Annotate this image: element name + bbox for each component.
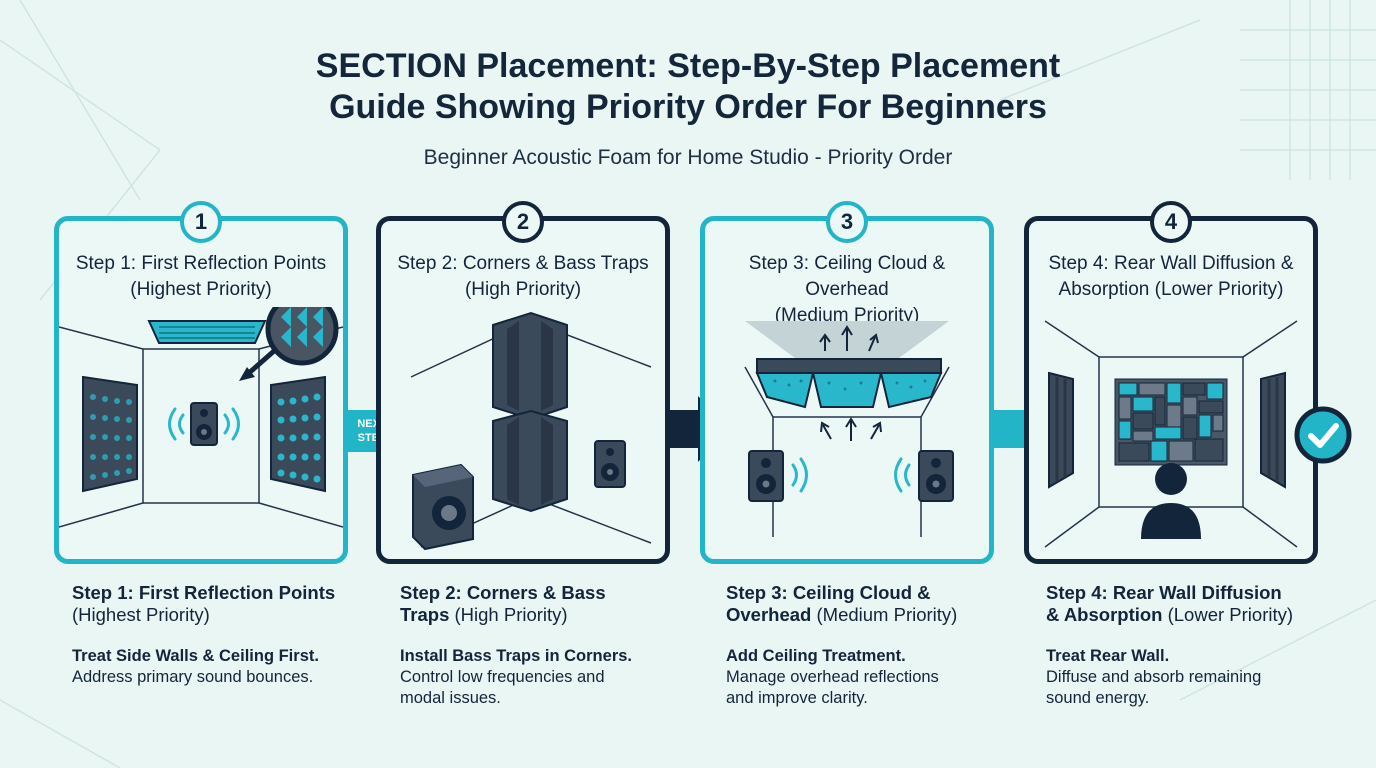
corner-bass-trap-illustration	[410, 311, 652, 551]
sound-arrows-up	[820, 417, 882, 441]
left-wall-foam-panel	[82, 375, 138, 493]
magnifier-icon	[239, 307, 339, 381]
subwoofer-icon	[412, 463, 474, 551]
first-reflection-illustration	[59, 307, 343, 528]
page-subtitle: Beginner Acoustic Foam for Home Studio -…	[423, 146, 953, 169]
step-3-title-line-1: Step 3: Ceiling Cloud & Overhead	[748, 253, 946, 300]
ceiling-foam-panel	[147, 320, 267, 344]
step-1-action: Treat Side Walls & Ceiling First.	[72, 647, 319, 665]
speaker-icon	[168, 402, 240, 446]
step-2-desc-heading: Step 2: Corners & Bass Traps	[400, 582, 606, 625]
checkmark-icon	[1294, 406, 1352, 464]
step-2-card-title: Step 2: Corners & Bass Traps (High Prior…	[389, 251, 657, 303]
step-3-desc-priority: (Medium Priority)	[816, 604, 958, 625]
monitor-speaker-icon	[594, 440, 626, 488]
step-3-action: Add Ceiling Treatment.	[726, 647, 906, 665]
title-line-1: SECTION Placement: Step-By-Step Placemen…	[315, 47, 1061, 85]
bass-trap-stack	[492, 311, 568, 513]
right-side-foam-panel	[1260, 371, 1286, 489]
step-4-desc-heading: Step 4: Rear Wall Diffusion & Absorption	[1046, 582, 1282, 625]
right-speaker-icon	[894, 450, 954, 502]
step-1-detail: Address primary sound bounces.	[72, 668, 314, 686]
title-line-2: Guide Showing Priority Order For Beginne…	[329, 88, 1047, 126]
step-3-badge: 3	[826, 201, 868, 243]
step-4-desc-priority: (Lower Priority)	[1167, 604, 1294, 625]
reflection-arrows-up	[819, 325, 879, 352]
right-wall-foam-panel	[270, 375, 326, 493]
step-3-card: 3 Step 3: Ceiling Cloud & Overhead (Medi…	[700, 201, 994, 564]
step-2-badge: 2	[502, 201, 544, 243]
ceiling-cloud-illustration	[744, 321, 954, 537]
step-1-desc-priority: (Highest Priority)	[72, 604, 210, 625]
left-side-foam-panel	[1048, 371, 1074, 489]
rear-wall-diffuser	[1114, 378, 1228, 466]
step-2-desc-priority: (High Priority)	[454, 604, 568, 625]
step-2-title-line-2: (High Priority)	[464, 279, 582, 300]
step-4-action: Treat Rear Wall.	[1046, 647, 1170, 665]
step-2-card: 2 Step 2: Corners & Bass Traps (High Pri…	[376, 201, 670, 564]
step-1-badge: 1	[180, 201, 222, 243]
step-1-title-line-1: Step 1: First Reflection Points	[75, 253, 327, 274]
step-4-badge: 4	[1150, 201, 1192, 243]
step-1-desc-heading: Step 1: First Reflection Points	[72, 582, 336, 603]
step-2-action: Install Bass Traps in Corners.	[400, 647, 632, 665]
page-title: SECTION Placement: Step-By-Step Placemen…	[0, 46, 1376, 128]
step-4-card-title: Step 4: Rear Wall Diffusion & Absorption…	[1037, 251, 1305, 303]
step-4-detail: Diffuse and absorb remaining sound energ…	[1046, 668, 1262, 707]
step-3-title-line-2: (Medium Priority)	[774, 305, 920, 326]
step-1-description: Step 1: First Reflection Points (Highest…	[72, 582, 342, 688]
step-4-title-line-2: Absorption (Lower Priority)	[1058, 279, 1284, 300]
step-1-title-line-2: (Highest Priority)	[130, 279, 272, 300]
left-speaker-icon	[748, 450, 808, 502]
step-3-detail: Manage overhead reflections and improve …	[726, 668, 939, 707]
step-3-card-title: Step 3: Ceiling Cloud & Overhead (Medium…	[713, 251, 981, 329]
step-2-description: Step 2: Corners & Bass Traps (High Prior…	[400, 582, 650, 709]
rear-wall-illustration	[1044, 320, 1298, 548]
ceiling-cloud-panels	[755, 358, 943, 409]
step-1-card-title: Step 1: First Reflection Points (Highest…	[67, 251, 335, 303]
step-1-card: 1 Step 1: First Reflection Points (Highe…	[54, 201, 348, 564]
step-4-description: Step 4: Rear Wall Diffusion & Absorption…	[1046, 582, 1296, 709]
step-4-title-line-1: Step 4: Rear Wall Diffusion &	[1048, 253, 1294, 274]
step-2-detail: Control low frequencies and modal issues…	[400, 668, 605, 707]
step-2-title-line-1: Step 2: Corners & Bass Traps	[397, 253, 649, 274]
listener-icon	[1141, 463, 1201, 539]
step-3-desc-heading: Step 3: Ceiling Cloud & Overhead	[726, 582, 931, 625]
step-3-description: Step 3: Ceiling Cloud & Overhead (Medium…	[726, 582, 966, 709]
step-4-card: 4 Step 4: Rear Wall Diffusion & Absorpti…	[1024, 201, 1352, 564]
